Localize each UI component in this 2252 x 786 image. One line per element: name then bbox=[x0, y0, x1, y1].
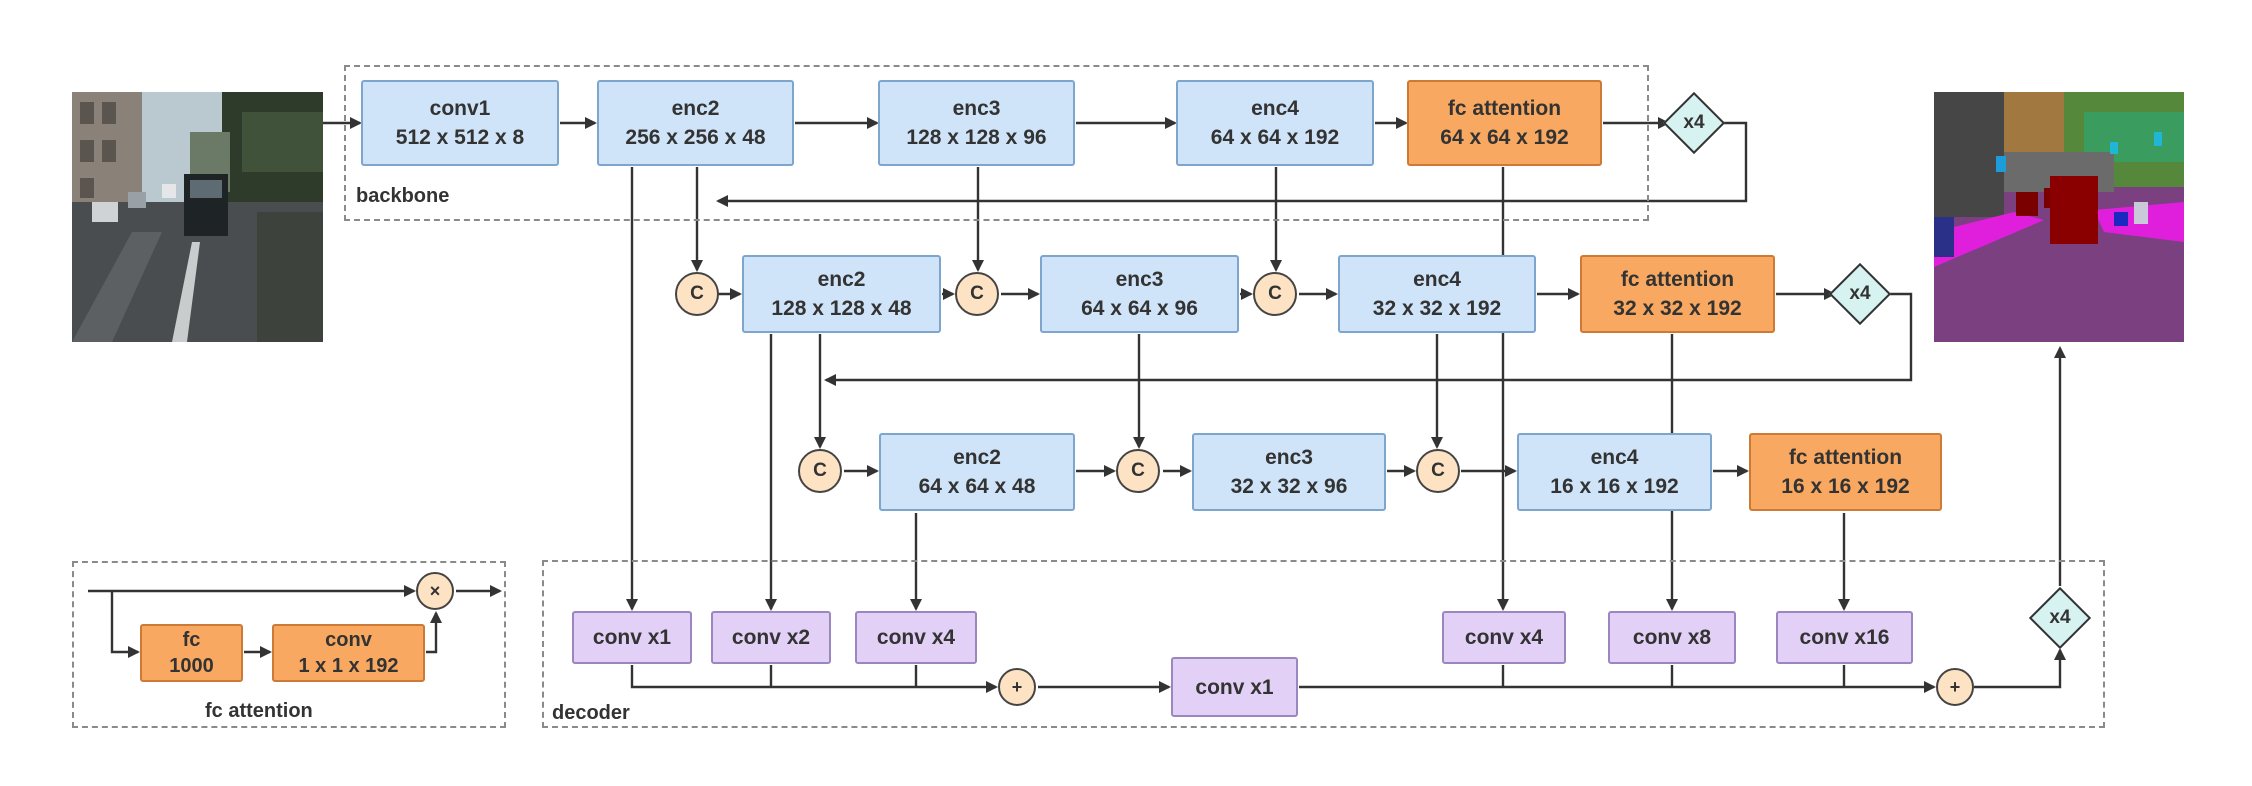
block-name: enc3 bbox=[952, 97, 1001, 120]
block-dims: 64 x 64 x 192 bbox=[1210, 126, 1340, 149]
decoder-group bbox=[542, 560, 2105, 728]
concat-node: C bbox=[1416, 449, 1460, 493]
fc-attention-group-label: fc attention bbox=[205, 700, 313, 722]
decoder-label: decoder bbox=[552, 702, 630, 724]
block-name: conv x1 bbox=[1195, 675, 1274, 699]
upsample-x4-stage2: x4 bbox=[1828, 262, 1892, 326]
block-dims: 16 x 16 x 192 bbox=[1781, 475, 1910, 498]
block-name: enc4 bbox=[1251, 97, 1299, 120]
block-name: conv1 bbox=[429, 97, 491, 120]
block-dims: 64 x 64 x 96 bbox=[1081, 297, 1198, 320]
block-name: conv x16 bbox=[1799, 626, 1890, 649]
block-name: enc3 bbox=[1265, 446, 1313, 469]
stage3-enc2: enc2 64 x 64 x 48 bbox=[879, 433, 1075, 511]
backbone-enc4: enc4 64 x 64 x 192 bbox=[1176, 80, 1374, 166]
block-name: conv bbox=[325, 629, 372, 651]
stage2-fc-attention: fc attention 32 x 32 x 192 bbox=[1580, 255, 1775, 333]
stage2-enc4: enc4 32 x 32 x 192 bbox=[1338, 255, 1536, 333]
block-name: enc4 bbox=[1590, 446, 1639, 469]
decoder-conv-x4-b: conv x4 bbox=[1442, 611, 1566, 664]
block-dims: 32 x 32 x 192 bbox=[1613, 297, 1742, 320]
concat-node: C bbox=[675, 272, 719, 316]
stage2-enc2: enc2 128 x 128 x 48 bbox=[742, 255, 941, 333]
fc-attention-conv-block: conv 1 x 1 x 192 bbox=[272, 624, 425, 682]
decoder-conv-x2: conv x2 bbox=[711, 611, 831, 664]
block-name: fc bbox=[182, 629, 201, 651]
block-name: enc2 bbox=[671, 97, 720, 120]
block-dims: 1 x 1 x 192 bbox=[298, 655, 399, 677]
decoder-conv-x1: conv x1 bbox=[572, 611, 692, 664]
backbone-conv1: conv1 512 x 512 x 8 bbox=[361, 80, 559, 166]
upsample-label: x4 bbox=[1683, 112, 1705, 133]
backbone-group bbox=[344, 65, 1649, 221]
block-name: enc3 bbox=[1115, 268, 1164, 291]
fc-attention-group bbox=[72, 561, 506, 728]
add-node: + bbox=[998, 668, 1036, 706]
block-name: conv x4 bbox=[1464, 626, 1544, 649]
concat-node: C bbox=[1253, 272, 1297, 316]
upsample-label: x4 bbox=[1849, 283, 1871, 304]
concat-node: C bbox=[955, 272, 999, 316]
stage2-enc3: enc3 64 x 64 x 96 bbox=[1040, 255, 1239, 333]
block-name: conv x1 bbox=[592, 626, 672, 649]
block-dims: 1000 bbox=[169, 655, 214, 677]
decoder-conv-x16: conv x16 bbox=[1776, 611, 1913, 664]
block-name: fc attention bbox=[1447, 97, 1562, 120]
upsample-x4-decoder: x4 bbox=[2028, 586, 2092, 650]
stage3-fc-attention: fc attention 16 x 16 x 192 bbox=[1749, 433, 1942, 511]
block-name: conv x4 bbox=[876, 626, 956, 649]
decoder-conv-x8: conv x8 bbox=[1608, 611, 1736, 664]
multiply-node: × bbox=[416, 572, 454, 610]
block-name: enc4 bbox=[1413, 268, 1461, 291]
block-name: conv x2 bbox=[731, 626, 811, 649]
block-dims: 32 x 32 x 192 bbox=[1372, 297, 1502, 320]
upsample-label: x4 bbox=[2049, 607, 2071, 628]
fc-attention-fc-block: fc 1000 bbox=[140, 624, 243, 682]
decoder-conv-x4: conv x4 bbox=[855, 611, 977, 664]
add-node: + bbox=[1936, 668, 1974, 706]
block-dims: 128 x 128 x 48 bbox=[771, 297, 912, 320]
upsample-x4-backbone: x4 bbox=[1662, 91, 1726, 155]
block-dims: 64 x 64 x 192 bbox=[1440, 126, 1569, 149]
output-segmentation-image bbox=[1934, 92, 2184, 342]
backbone-enc3: enc3 128 x 128 x 96 bbox=[878, 80, 1075, 166]
block-name: fc attention bbox=[1620, 268, 1735, 291]
block-dims: 128 x 128 x 96 bbox=[906, 126, 1047, 149]
block-dims: 512 x 512 x 8 bbox=[395, 126, 525, 149]
input-street-image bbox=[72, 92, 323, 342]
stage3-enc3: enc3 32 x 32 x 96 bbox=[1192, 433, 1386, 511]
block-dims: 256 x 256 x 48 bbox=[625, 126, 766, 149]
backbone-label: backbone bbox=[356, 185, 450, 207]
block-name: fc attention bbox=[1788, 446, 1903, 469]
concat-node: C bbox=[798, 449, 842, 493]
backbone-enc2: enc2 256 x 256 x 48 bbox=[597, 80, 794, 166]
block-dims: 16 x 16 x 192 bbox=[1550, 475, 1679, 498]
block-name: enc2 bbox=[953, 446, 1001, 469]
concat-node: C bbox=[1116, 449, 1160, 493]
block-name: conv x8 bbox=[1632, 626, 1712, 649]
decoder-conv-x1-mid: conv x1 bbox=[1171, 657, 1298, 717]
stage3-enc4: enc4 16 x 16 x 192 bbox=[1517, 433, 1712, 511]
block-dims: 32 x 32 x 96 bbox=[1230, 475, 1348, 498]
block-name: enc2 bbox=[817, 268, 866, 291]
backbone-fc-attention: fc attention 64 x 64 x 192 bbox=[1407, 80, 1602, 166]
block-dims: 64 x 64 x 48 bbox=[918, 475, 1036, 498]
